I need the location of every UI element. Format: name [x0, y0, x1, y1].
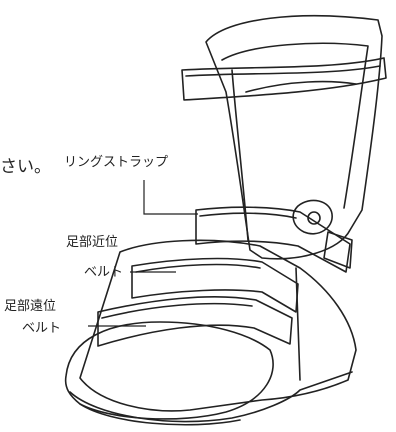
ring-strap-label: リングストラップ [64, 155, 169, 170]
calf-strap [181, 57, 387, 101]
leg-shell-inner [221, 42, 369, 209]
sole [69, 371, 353, 423]
toe-cap [64, 321, 274, 420]
proximal-foot-belt [131, 257, 299, 313]
intro-text-fragment: さい。 [0, 157, 51, 177]
distal-belt-label-line1: 足部遠位 [4, 299, 57, 314]
ring-strap-buckle [323, 231, 353, 269]
ankle-hinge [292, 199, 333, 235]
proximal-belt-label-line2: ベルト [84, 265, 124, 280]
leader-ring-strap [143, 180, 198, 215]
distal-foot-belt [97, 296, 293, 347]
distal-belt-label-line2: ベルト [22, 321, 62, 336]
foot-shell [79, 239, 357, 412]
proximal-belt-label-line1: 足部近位 [66, 235, 119, 250]
leg-shell [205, 14, 383, 260]
